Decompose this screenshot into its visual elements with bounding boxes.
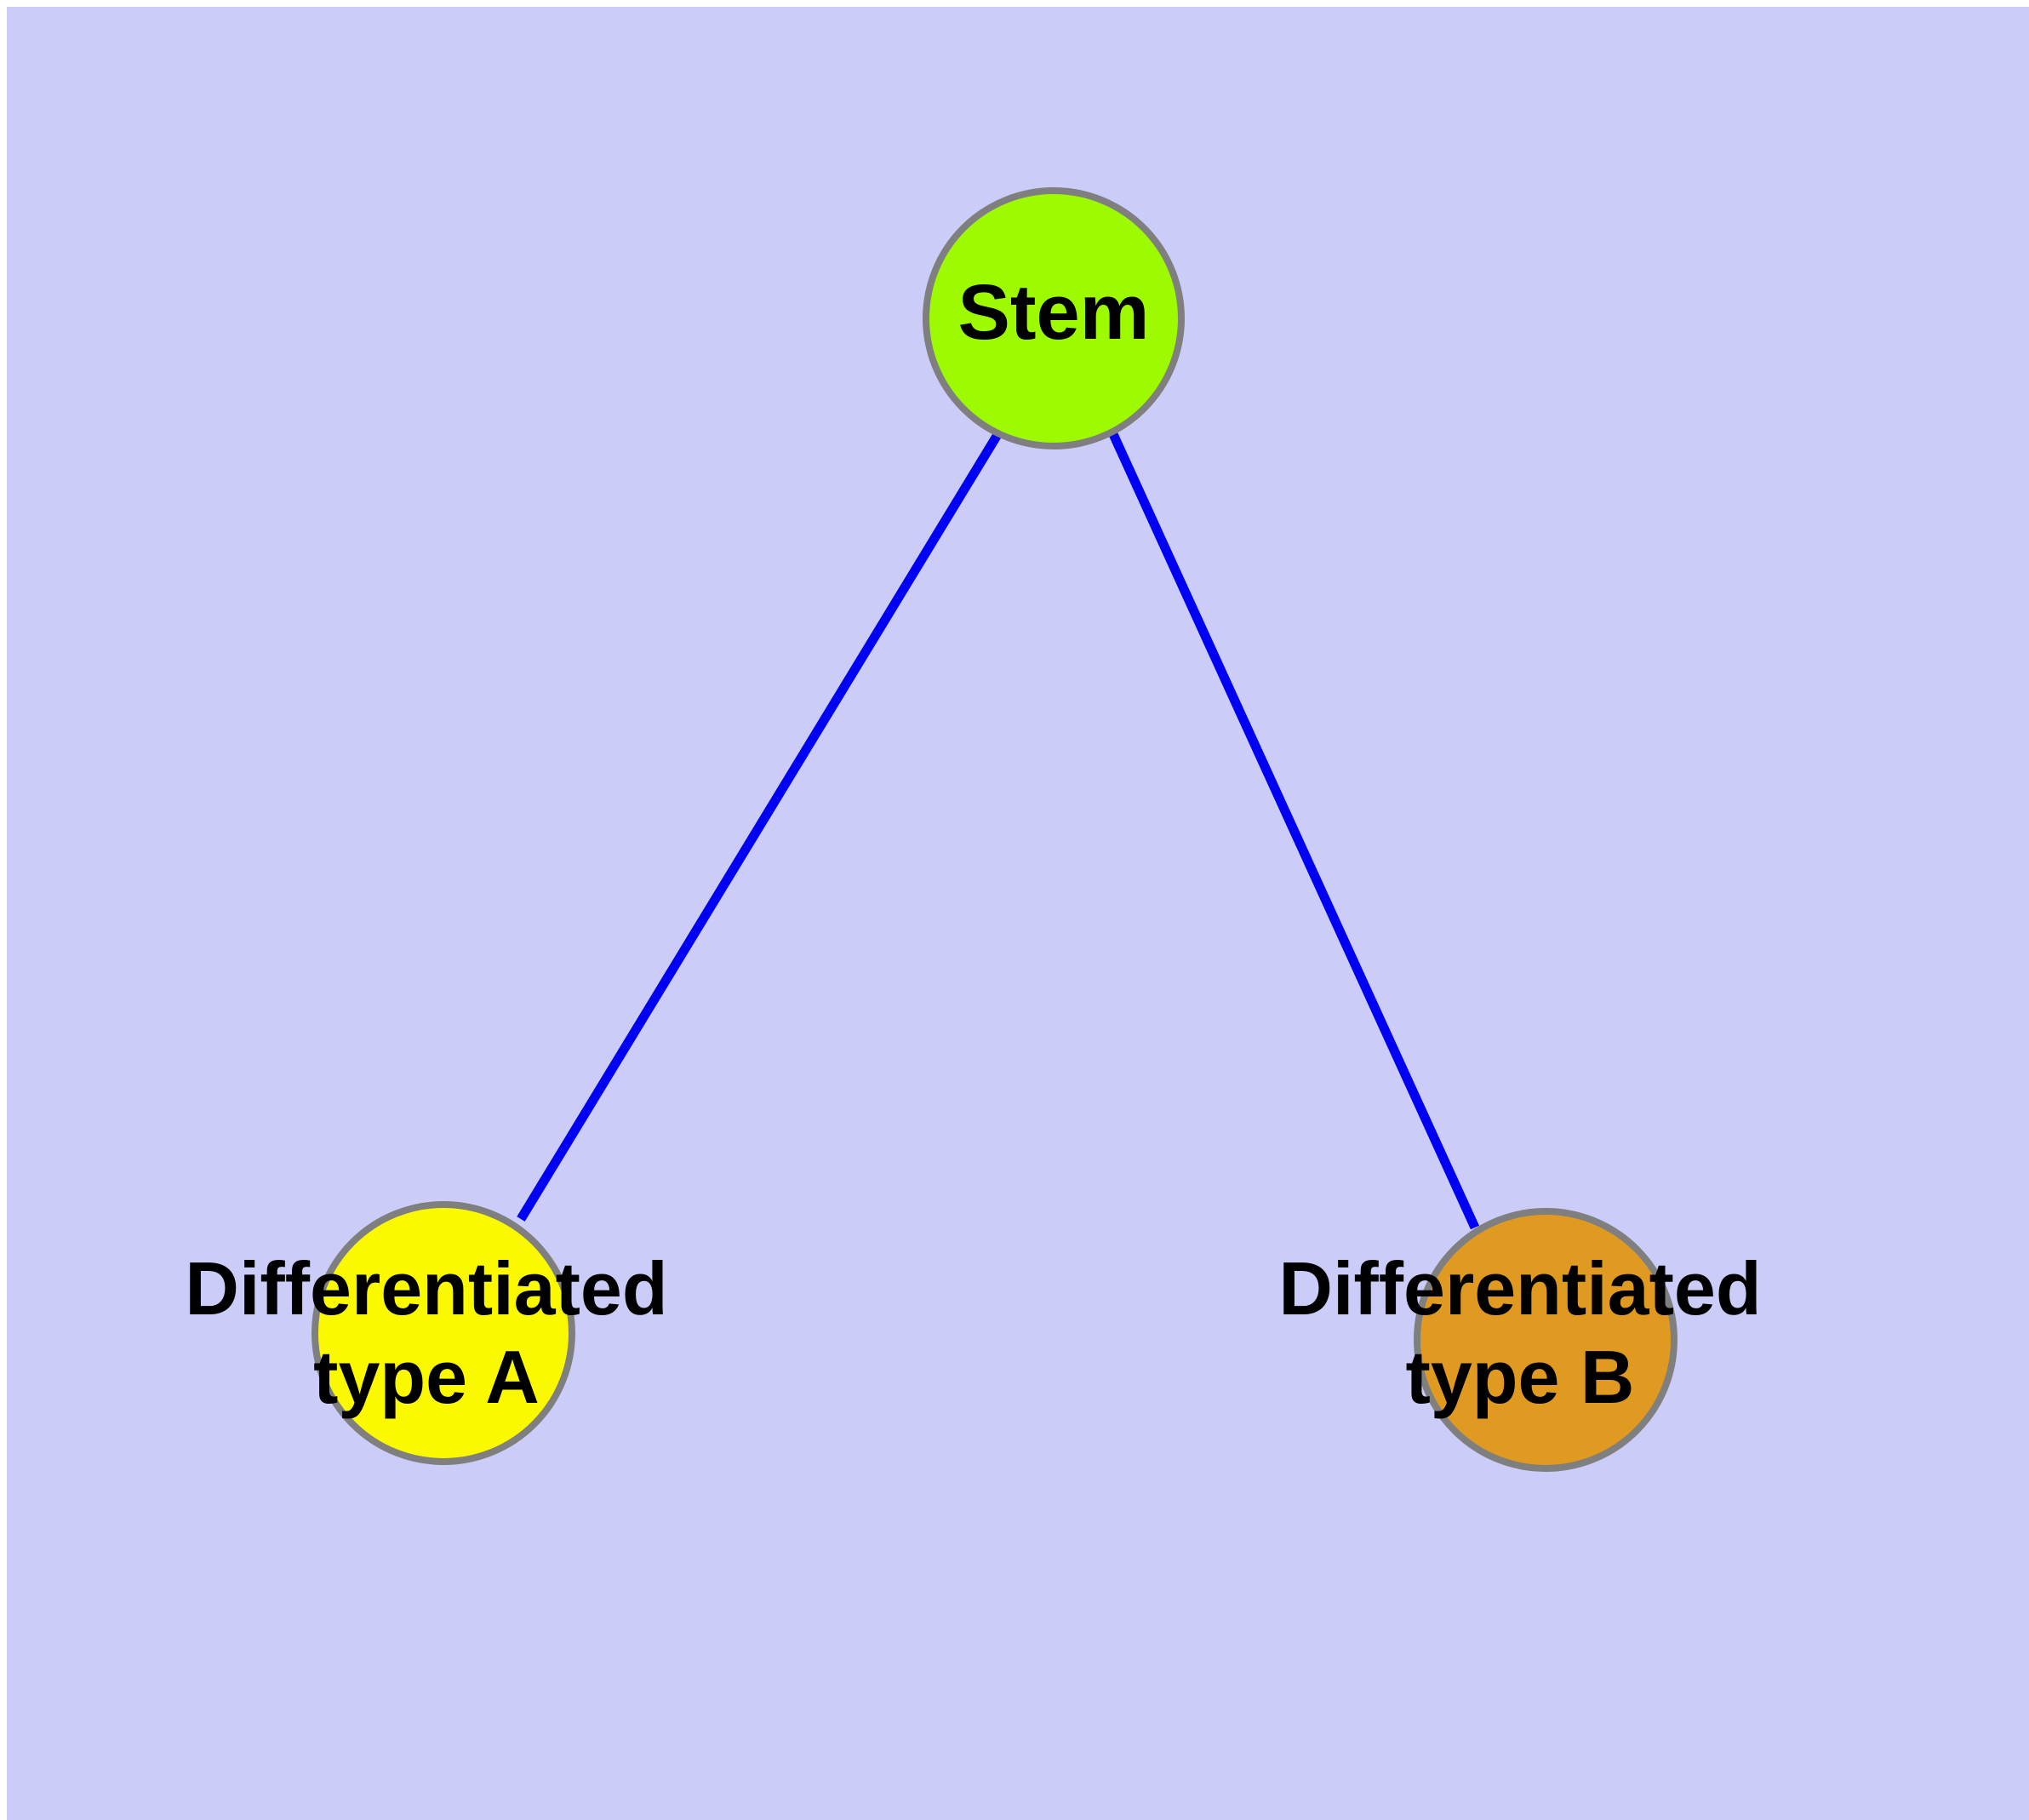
node-label-line: Differentiated (185, 1246, 667, 1331)
node-label-line: type A (313, 1335, 540, 1419)
edge-stem-to-diff_a[interactable] (517, 431, 1003, 1222)
node-stem[interactable] (923, 187, 1185, 449)
node-label-line: type B (1406, 1335, 1635, 1419)
edges-layer (517, 431, 1480, 1230)
nodes-layer (311, 187, 1677, 1472)
node-diff_b[interactable] (1414, 1208, 1677, 1472)
edge-stem-to-diff_b[interactable] (1108, 432, 1480, 1230)
node-label-stem: Stem (958, 269, 1150, 356)
node-label-line: Stem (958, 269, 1150, 356)
node-diff_a[interactable] (311, 1201, 575, 1465)
node-label-line: Differentiated (1278, 1246, 1761, 1331)
